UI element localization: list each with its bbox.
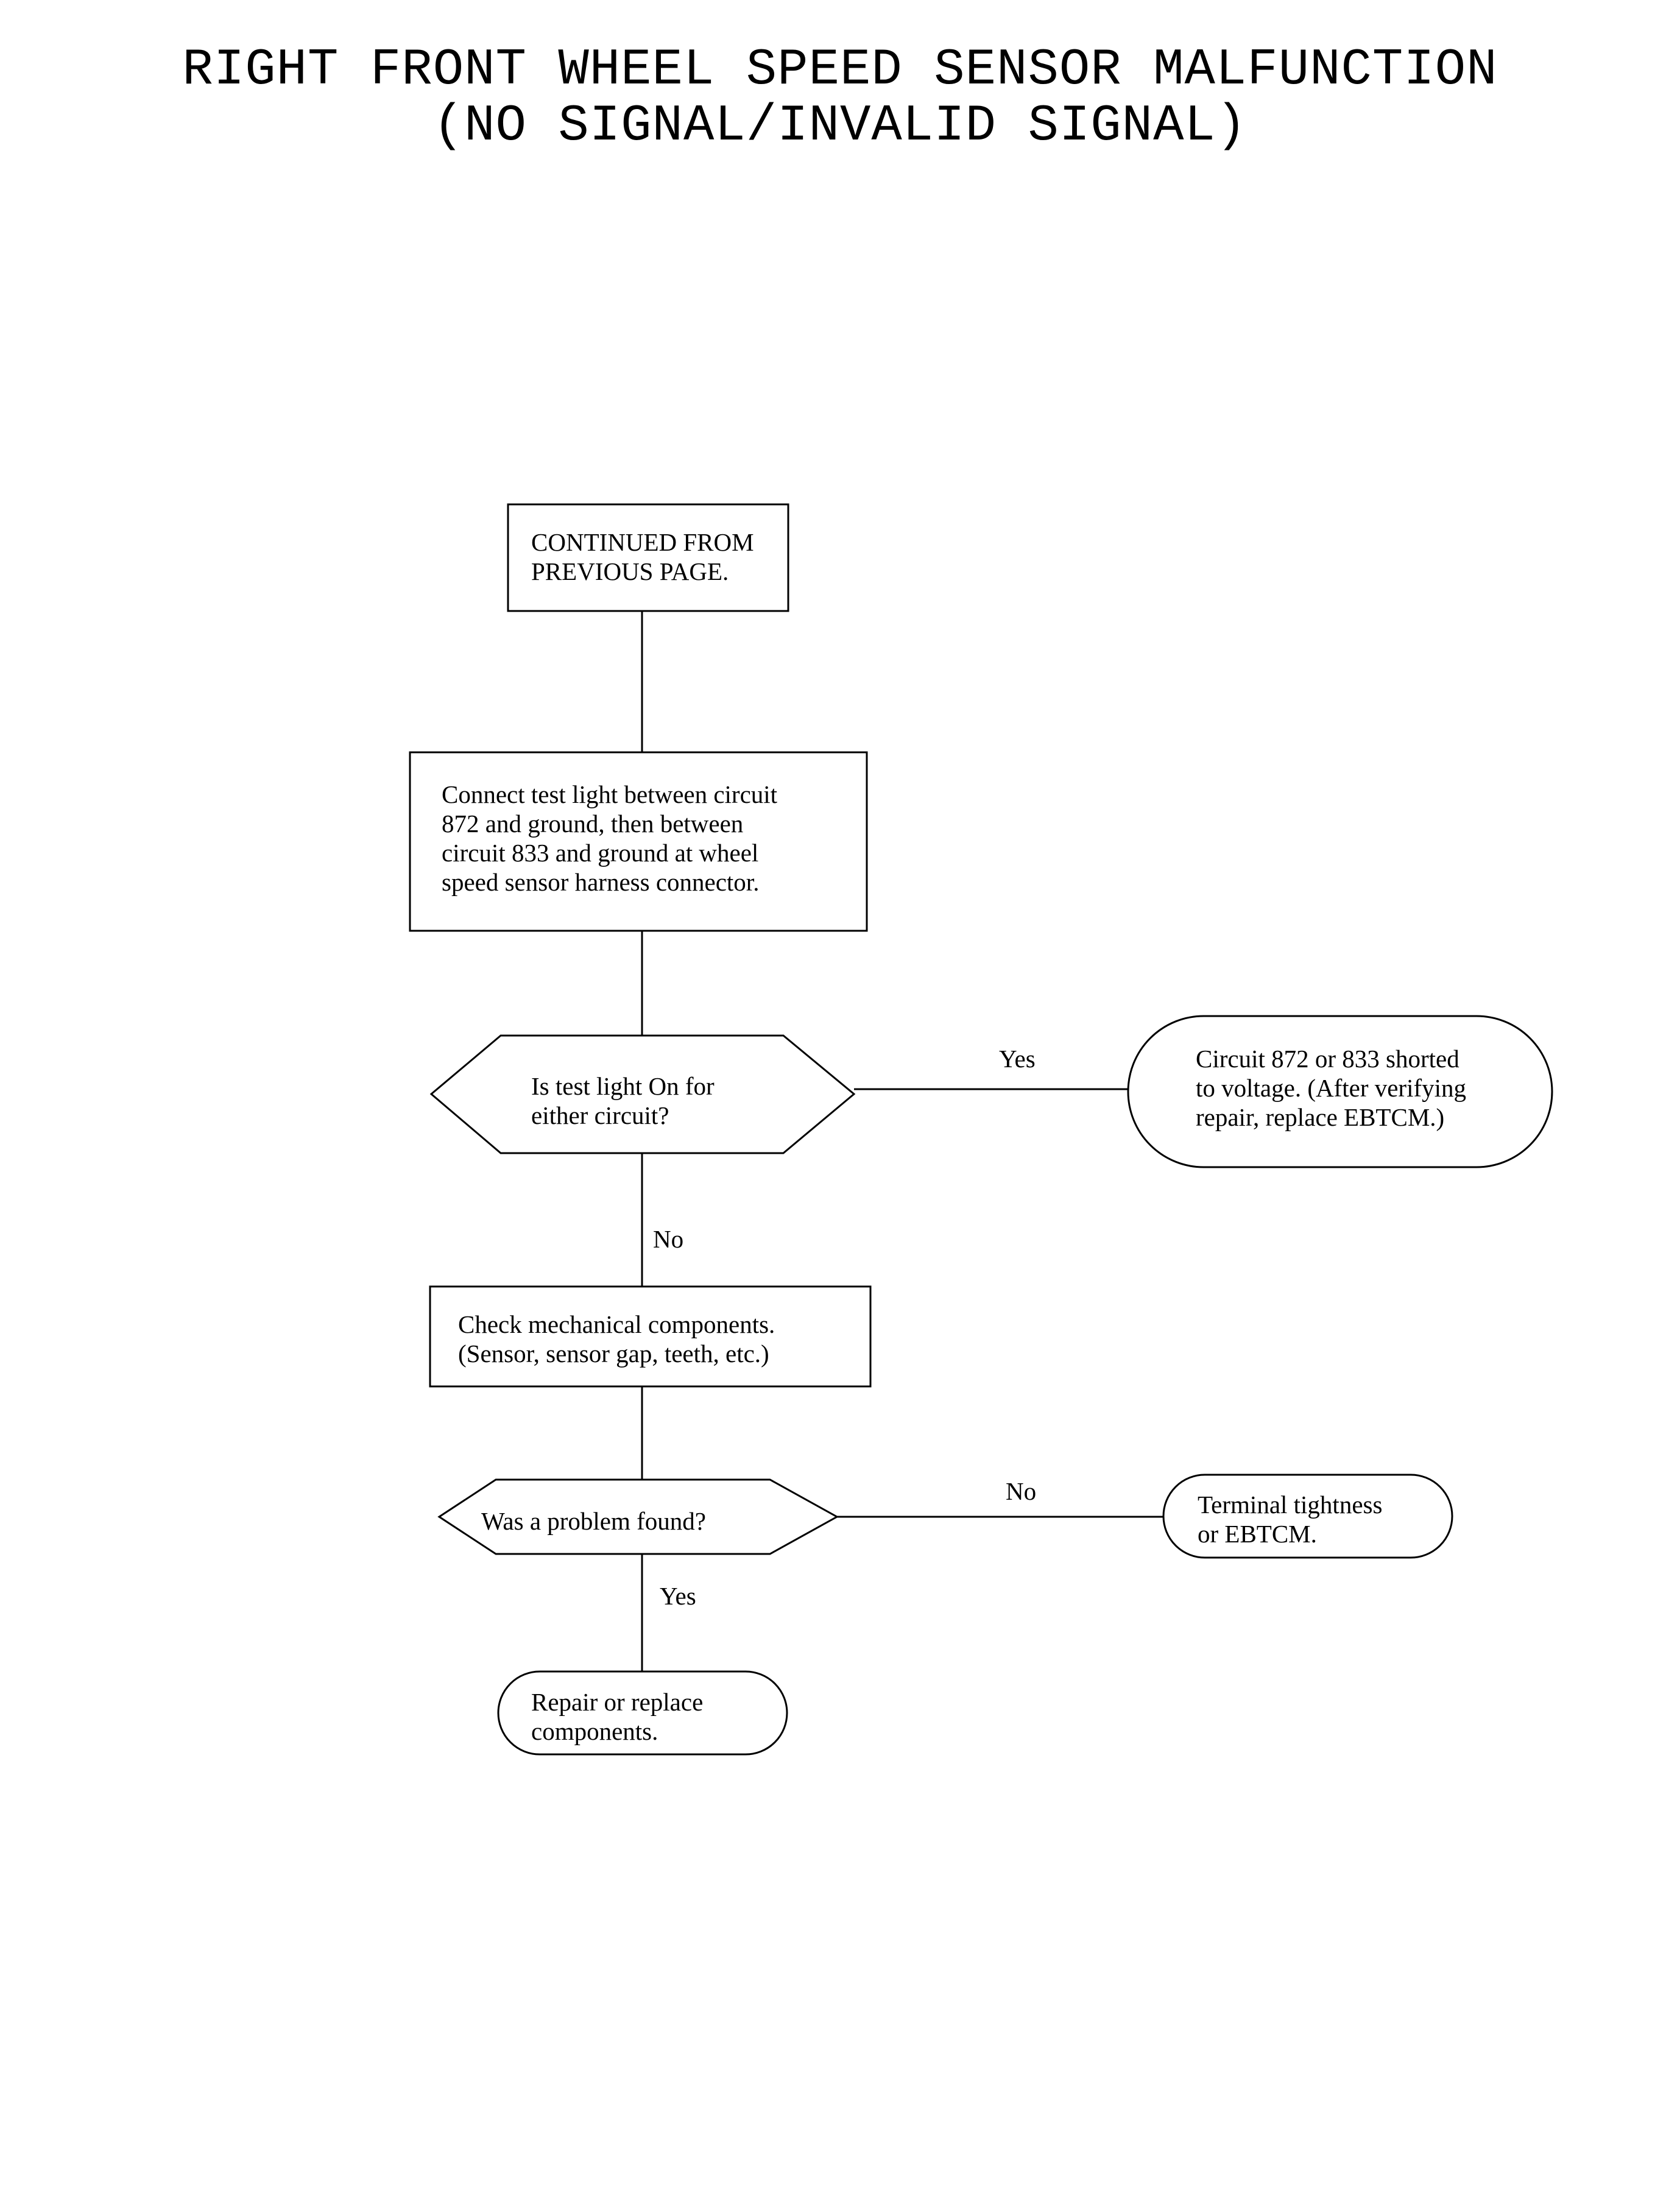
terminal-tightness-text: Terminal tightness or EBTCM.: [1198, 1491, 1389, 1548]
connect-test-light-text: Connect test light between circuit 872 a…: [442, 780, 783, 896]
connect-test-light-box: [409, 751, 868, 932]
shorted-to-voltage-text: Circuit 872 or 833 shorted to voltage. (…: [1196, 1045, 1472, 1131]
test-light-decision-text: Is test light On for either circuit?: [531, 1072, 721, 1129]
repair-replace-text: Repair or replace components.: [531, 1688, 710, 1745]
title-line-1: RIGHT FRONT WHEEL SPEED SENSOR MALFUNCTI…: [182, 41, 1498, 99]
problem-found-decision-shape: [437, 1478, 839, 1555]
title-line-2: (NO SIGNAL/INVALID SIGNAL): [432, 97, 1248, 155]
page-title: RIGHT FRONT WHEEL SPEED SENSOR MALFUNCTI…: [0, 43, 1680, 155]
edge-label-no-2: No: [1006, 1477, 1036, 1505]
edge-label-yes-1: Yes: [999, 1045, 1036, 1073]
test-light-decision-shape: [429, 1034, 856, 1154]
edge-label-no-1: No: [653, 1225, 683, 1253]
continued-box: [507, 503, 789, 612]
continued-text: CONTINUED FROM PREVIOUS PAGE.: [531, 528, 760, 585]
check-mechanical-text: Check mechanical components. (Sensor, se…: [458, 1310, 782, 1368]
check-mechanical-box: [429, 1285, 872, 1388]
repair-replace-terminal: [497, 1670, 788, 1756]
edge-label-yes-2: Yes: [660, 1582, 696, 1610]
terminal-tightness-terminal: [1162, 1474, 1453, 1559]
problem-found-decision-text: Was a problem found?: [481, 1507, 706, 1535]
shorted-to-voltage-terminal: [1127, 1015, 1553, 1168]
